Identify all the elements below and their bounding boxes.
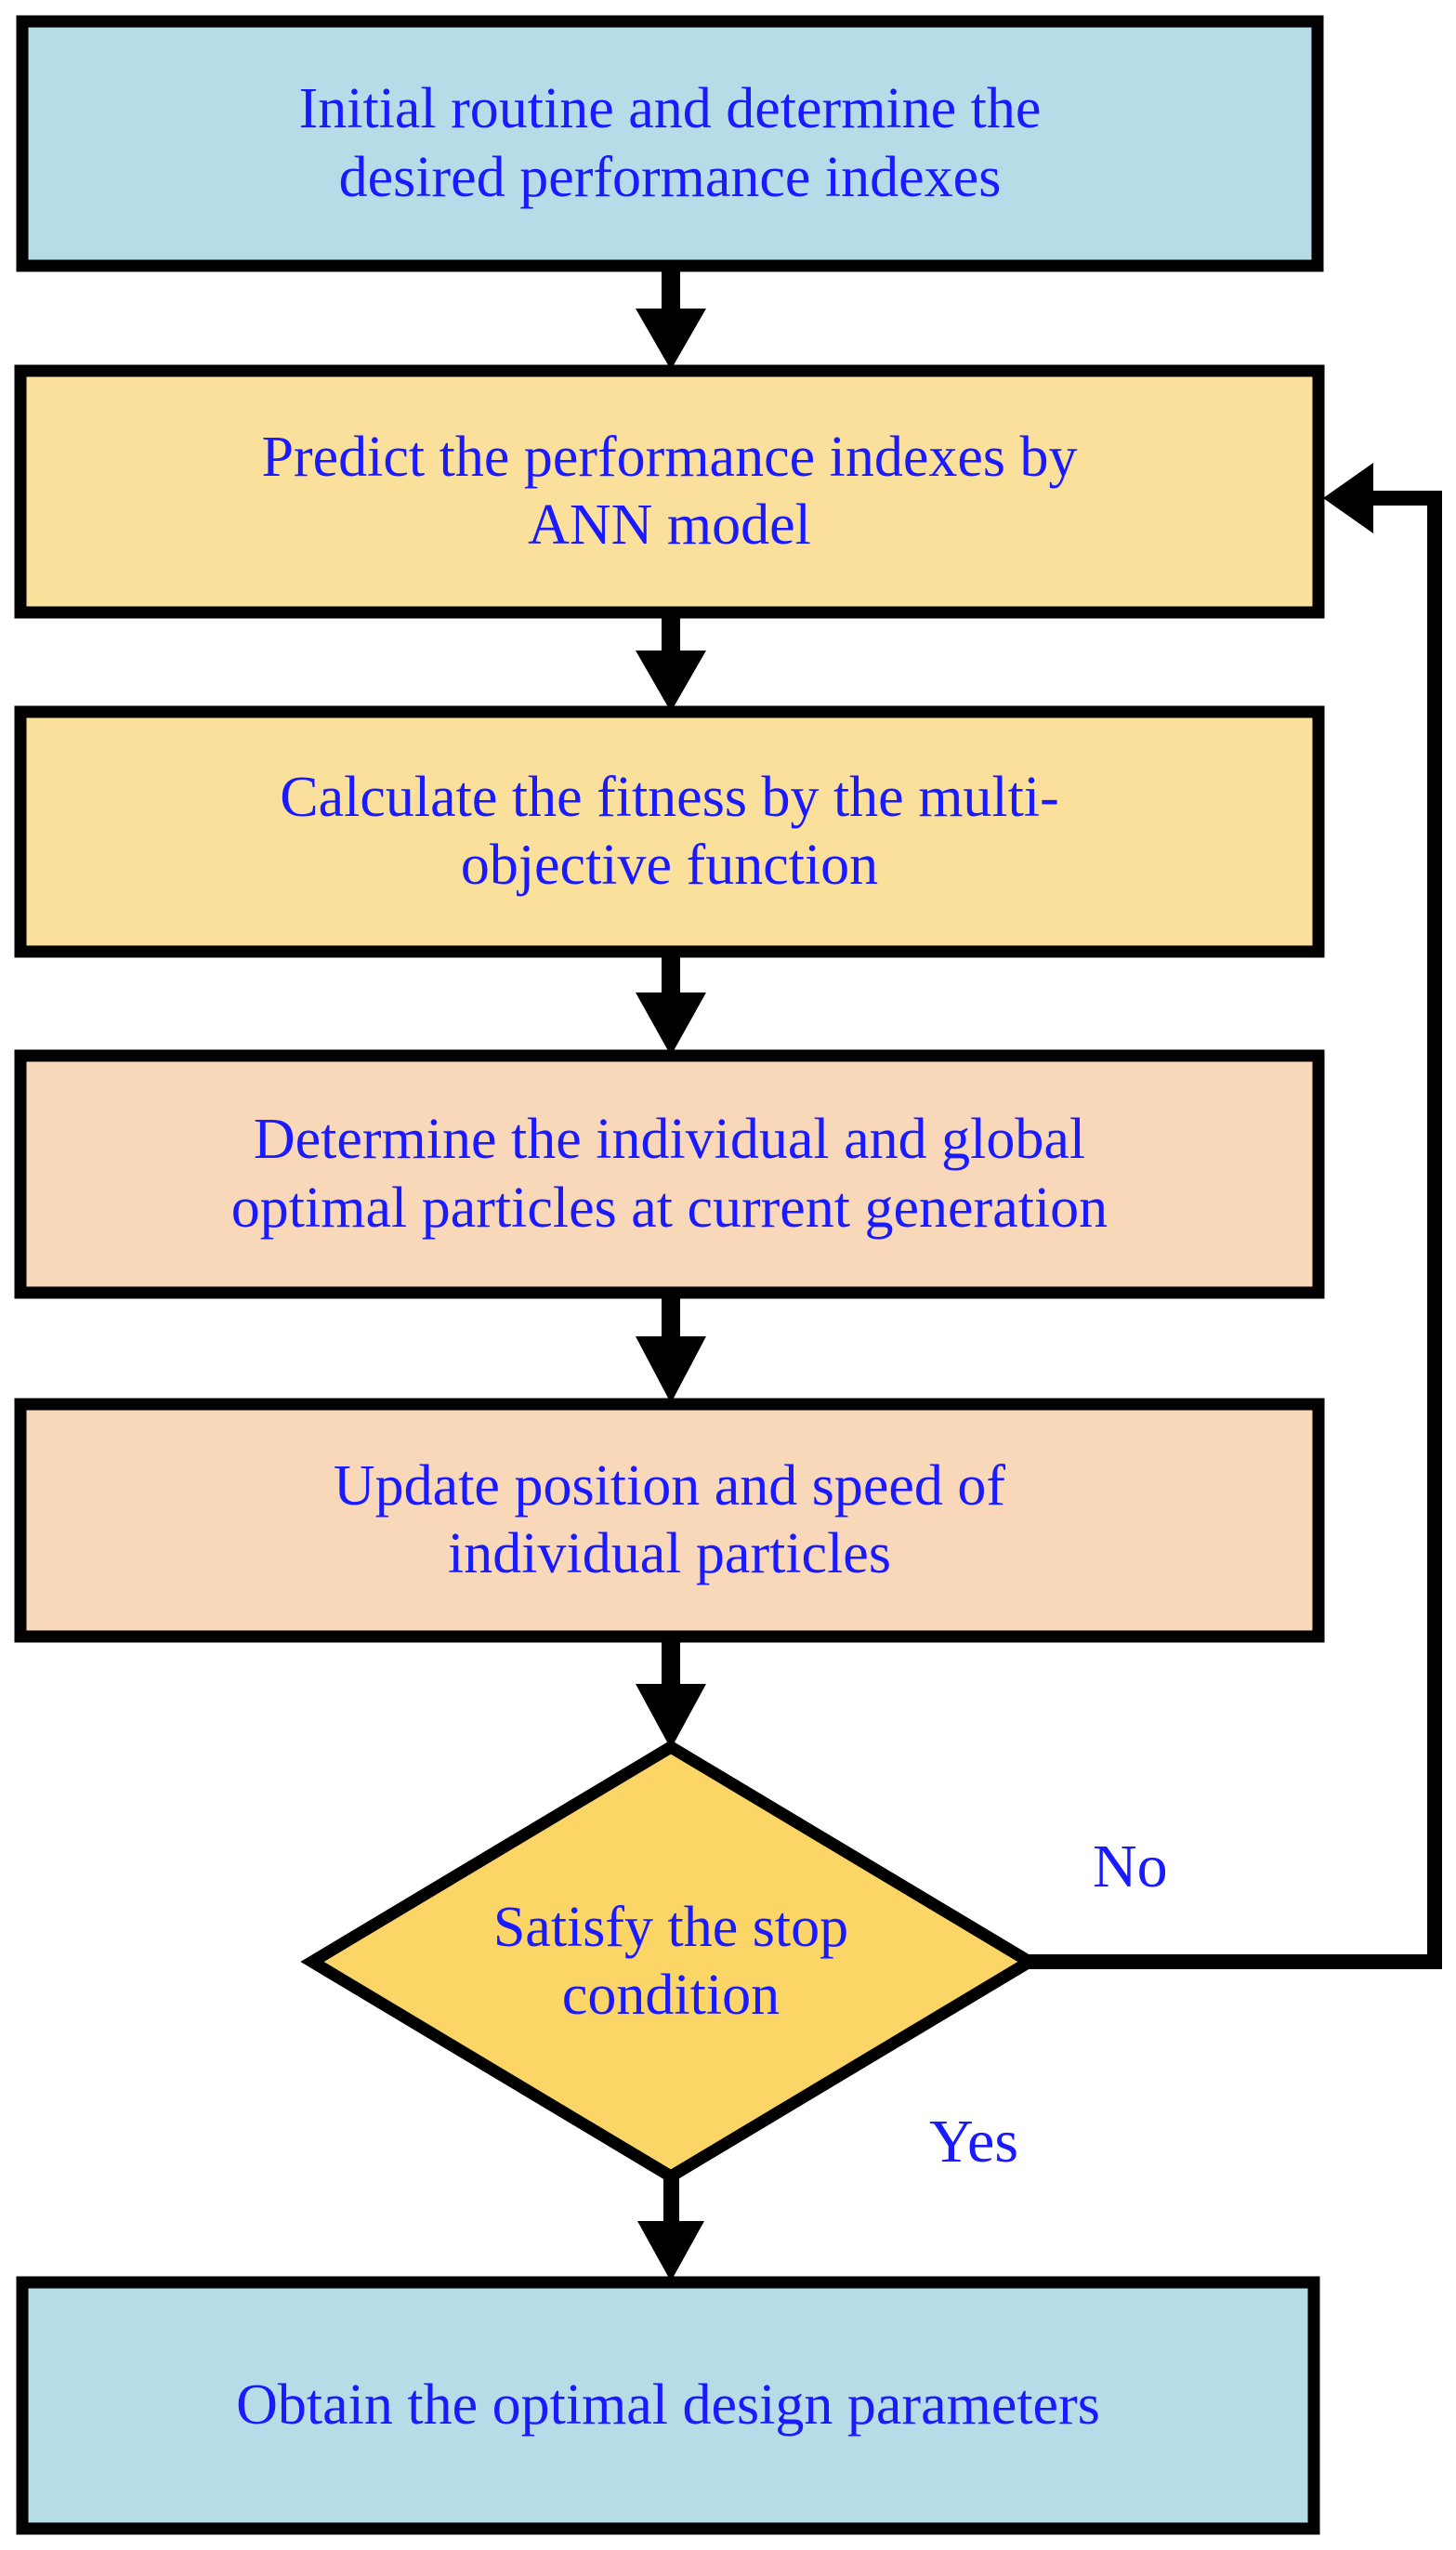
edge-fitness-to-determine bbox=[636, 953, 706, 1056]
edge-determine-to-update bbox=[636, 1295, 706, 1403]
node-predict-shape[interactable] bbox=[14, 364, 1325, 619]
node-fitness-shape[interactable] bbox=[14, 705, 1325, 958]
node-determine-shape[interactable] bbox=[14, 1049, 1325, 1299]
edge-decision-no-feedback bbox=[1022, 463, 1442, 1969]
node-decision-shape[interactable] bbox=[300, 1740, 1042, 2184]
node-shapes bbox=[14, 15, 1325, 2535]
edge-update-to-decision bbox=[636, 1639, 706, 1749]
edge-label-no: No bbox=[1093, 1833, 1168, 1900]
edge-predict-to-fitness bbox=[636, 613, 706, 712]
connectors bbox=[636, 268, 1442, 2281]
node-start-shape[interactable] bbox=[16, 15, 1324, 272]
node-update-shape[interactable] bbox=[14, 1398, 1325, 1643]
edge-label-yes: Yes bbox=[929, 2108, 1019, 2175]
node-result-shape[interactable] bbox=[16, 2276, 1320, 2535]
edge-decision-yes-to-result bbox=[637, 2175, 704, 2281]
edge-start-to-predict bbox=[636, 268, 706, 370]
